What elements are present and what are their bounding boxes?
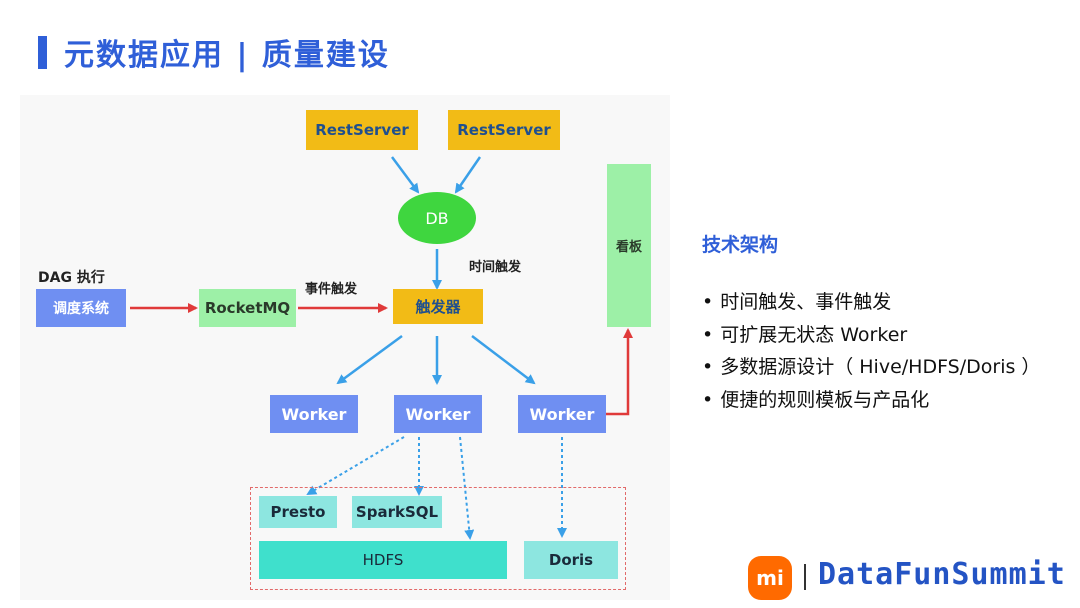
worker-node-1: Worker <box>270 395 358 433</box>
arrow-worker2-presto <box>306 436 405 496</box>
feature-item: 时间触发、事件触发 <box>702 289 1040 322</box>
arrow-restserver1-db <box>390 156 420 194</box>
datasource-group-frame <box>250 487 626 590</box>
scheduler-node: 调度系统 <box>36 289 126 327</box>
dag-execution-label: DAG 执行 <box>38 270 105 286</box>
page-title: 元数据应用 | 质量建设 <box>64 38 390 73</box>
arrow-worker3-kanban <box>606 328 633 416</box>
presto-node: Presto <box>259 496 337 528</box>
xiaomi-logo-icon: mi <box>748 556 792 600</box>
hdfs-node: HDFS <box>259 541 507 579</box>
restserver-node-1: RestServer <box>306 110 418 150</box>
restserver-node-2: RestServer <box>448 110 560 150</box>
feature-item: 便捷的规则模板与产品化 <box>702 387 1040 420</box>
time-trigger-label: 时间触发 <box>469 260 522 275</box>
db-node: DB <box>398 192 476 244</box>
sparksql-node: SparkSQL <box>352 496 442 528</box>
arrow-restserver2-db <box>454 156 482 194</box>
trigger-node: 触发器 <box>393 289 483 324</box>
worker-node-3: Worker <box>518 395 606 433</box>
rocketmq-node: RocketMQ <box>199 289 296 327</box>
title-accent-bar <box>38 36 47 69</box>
feature-item: 可扩展无状态 Worker <box>702 322 1040 355</box>
arrow-trigger-worker1 <box>336 334 403 385</box>
arrow-trigger-worker3 <box>471 335 536 385</box>
feature-list: 时间触发、事件触发 可扩展无状态 Worker 多数据源设计（ Hive/HDF… <box>702 289 1040 419</box>
logo-separator <box>804 564 806 590</box>
worker-node-2: Worker <box>394 395 482 433</box>
feature-item: 多数据源设计（ Hive/HDFS/Doris ） <box>702 354 1040 387</box>
event-trigger-label: 事件触发 <box>305 282 358 297</box>
doris-node: Doris <box>524 541 618 579</box>
tech-architecture-heading: 技术架构 <box>702 234 779 256</box>
kanban-node: 看板 <box>607 164 651 327</box>
datafun-summit-logo: DataFunSummit <box>818 557 1066 592</box>
